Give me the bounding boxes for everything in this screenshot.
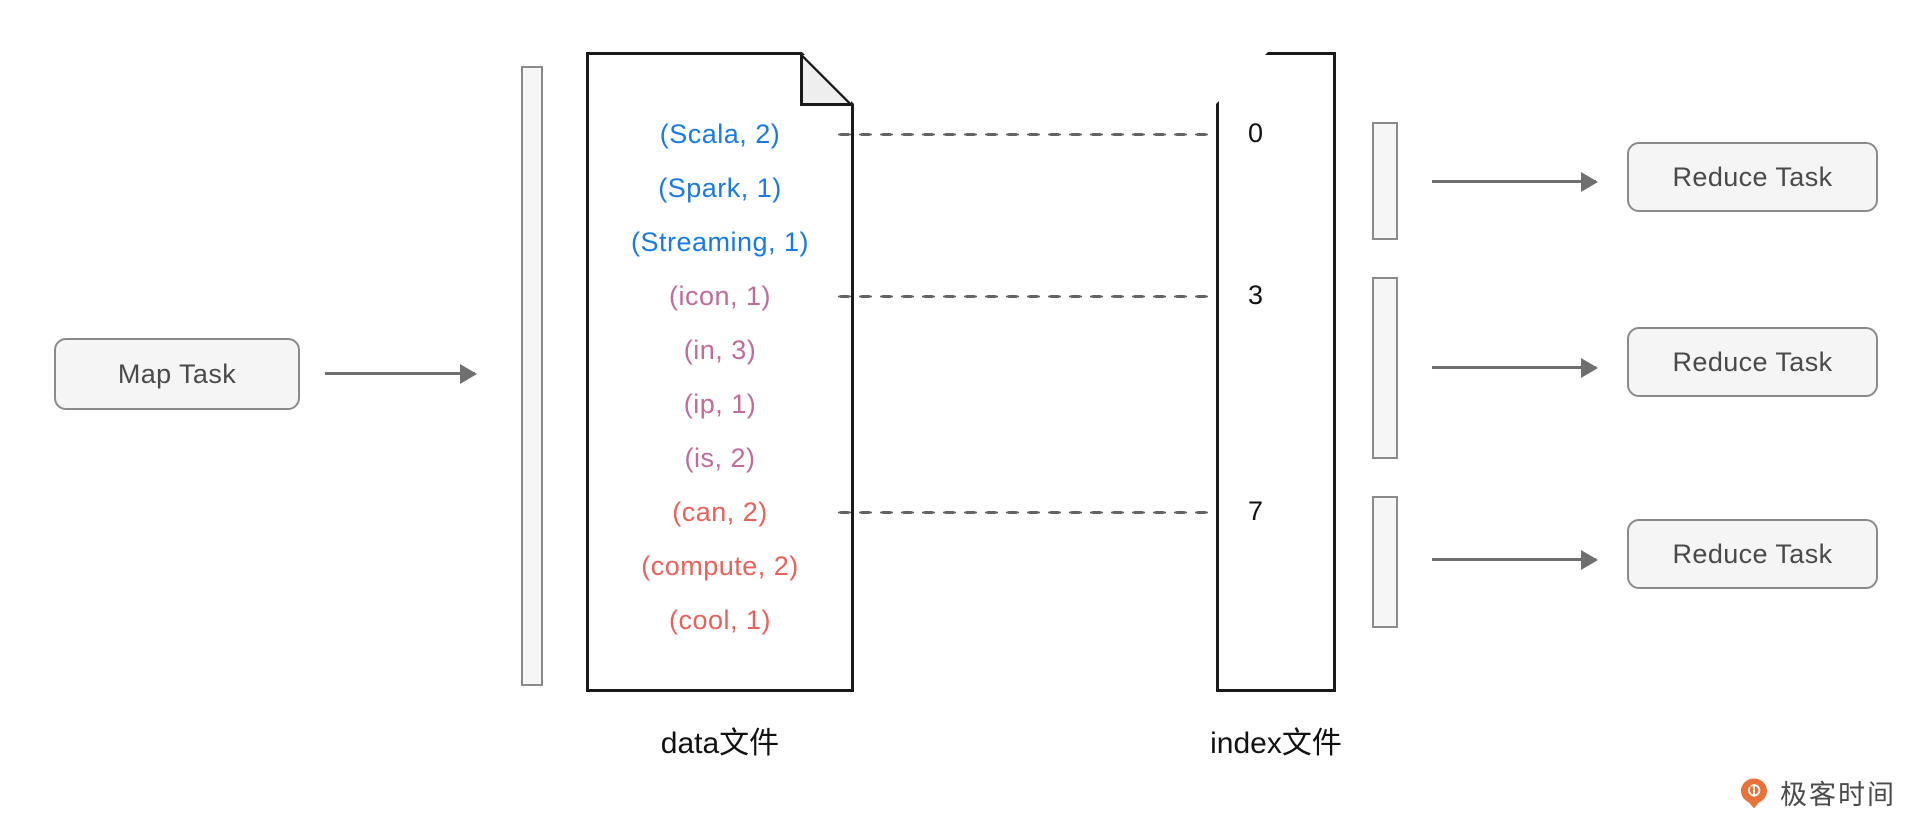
data-entry: (compute, 2): [641, 551, 799, 581]
data-file: (Scala, 2) (Spark, 1) (Streaming, 1) (icon,…: [586, 52, 854, 692]
data-entry: (can, 2): [672, 497, 768, 527]
watermark-text: 极客时间: [1780, 780, 1896, 811]
arrow-to-reduce-2: [1432, 558, 1596, 561]
partition-bar-2: [1372, 496, 1398, 628]
watermark: 极客时间: [1737, 773, 1896, 812]
reduce-task-box-1[interactable]: Reduce Task: [1627, 327, 1878, 397]
data-file-entries: (Scala, 2) (Spark, 1) (Streaming, 1) (icon,…: [586, 107, 854, 647]
data-entry: (icon, 1): [668, 281, 772, 311]
reduce-task-label-1: Reduce Task: [1672, 346, 1833, 377]
reduce-task-box-2[interactable]: Reduce Task: [1627, 519, 1878, 589]
index-file: 0 3 7: [1216, 52, 1336, 692]
partition-bar-1: [1372, 277, 1398, 459]
index-offset-0: 0: [1248, 118, 1264, 148]
index-offset-2: 7: [1248, 496, 1264, 526]
data-entry: (is, 2): [684, 443, 756, 473]
map-task-box[interactable]: Map Task: [54, 338, 300, 410]
index-file-caption: index文件: [1210, 727, 1342, 760]
arrow-to-reduce-1: [1432, 366, 1596, 369]
data-entry: (in, 3): [683, 335, 757, 365]
data-entry: (ip, 1): [683, 389, 757, 419]
map-task-label: Map Task: [117, 358, 237, 389]
map-output-bar: [521, 66, 543, 686]
arrow-map-to-data: [325, 372, 475, 375]
reduce-task-label-2: Reduce Task: [1672, 538, 1833, 569]
data-entry: (Streaming, 1): [630, 227, 810, 257]
arrow-to-reduce-0: [1432, 180, 1596, 183]
data-entry: (Spark, 1): [658, 173, 782, 203]
reduce-task-label-0: Reduce Task: [1672, 161, 1833, 192]
data-file-caption: data文件: [660, 727, 780, 760]
index-file-sheet: [1216, 52, 1336, 692]
reduce-task-box-0[interactable]: Reduce Task: [1627, 142, 1878, 212]
data-file-sheet: [586, 52, 854, 692]
index-offset-1: 3: [1248, 280, 1264, 310]
data-entry: (Scala, 2): [659, 119, 781, 149]
leader-line-2: [834, 510, 1232, 515]
location-pin-icon: [1737, 776, 1771, 810]
leader-line-1: [834, 294, 1232, 299]
partition-bar-0: [1372, 122, 1398, 240]
leader-line-0: [834, 132, 1232, 137]
data-entry: (cool, 1): [668, 605, 772, 635]
